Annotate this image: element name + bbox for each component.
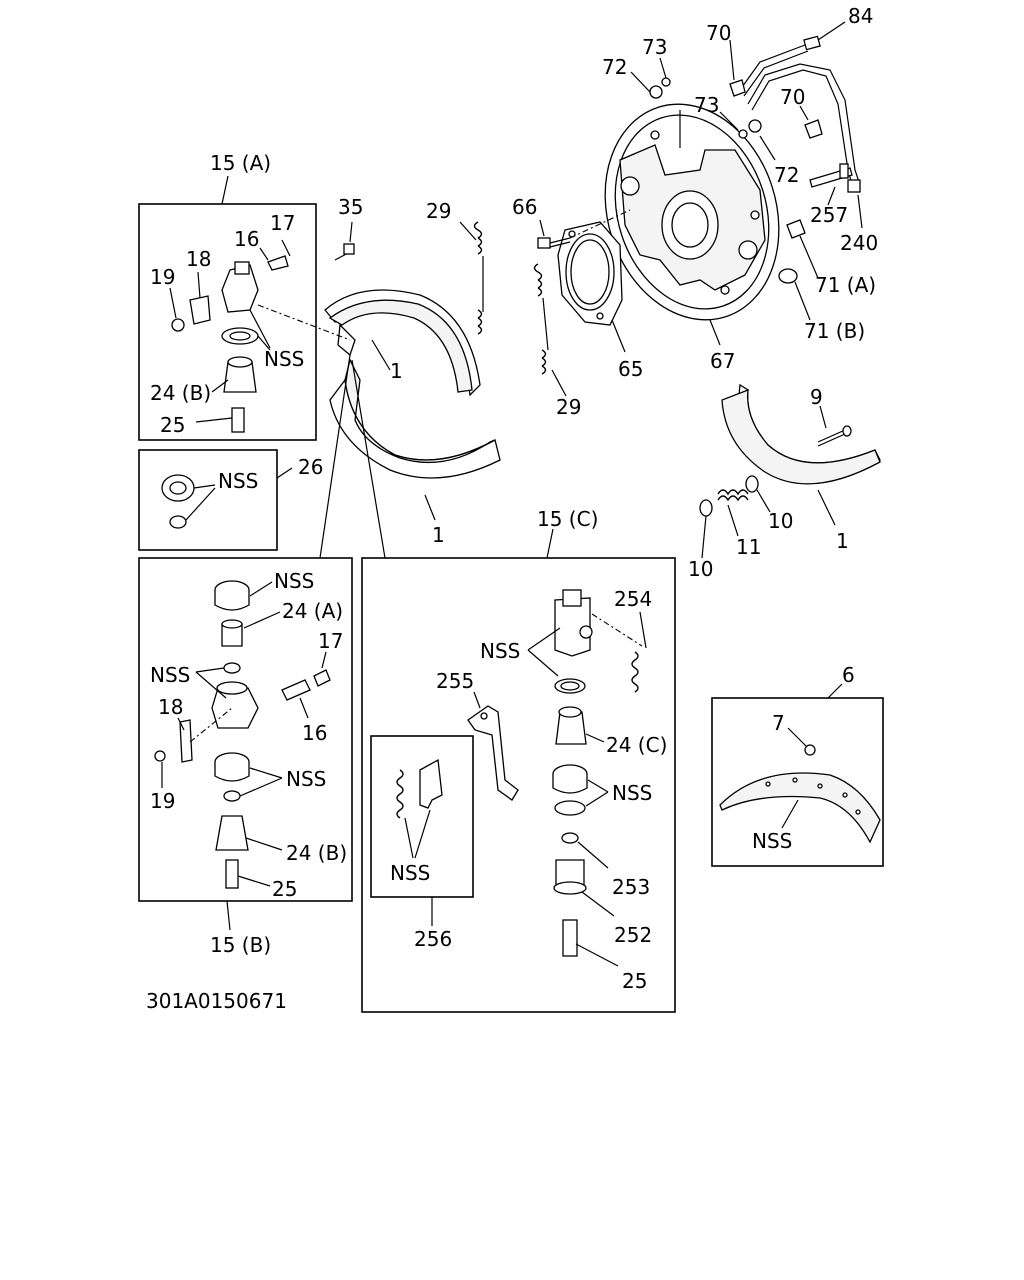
backing-plate-67 [604,103,780,321]
label-15a-nss: NSS [264,347,304,371]
frame-15a [138,203,317,441]
label-240: 240 [840,231,878,255]
cylinder-15b [154,580,331,889]
label-70-b: 70 [780,85,805,109]
label-256: 256 [414,927,452,951]
label-15b-16: 16 [302,721,327,745]
bolt-257 [809,163,853,188]
frame-6 [711,697,884,867]
bolt-35 [334,243,355,261]
fittings-70-72-73 [649,77,823,139]
label-71a: 71 (A) [815,273,876,297]
lining-kit-6 [719,744,881,844]
label-7: 7 [772,711,785,735]
frame-15c [361,557,676,1013]
label-26-nss: NSS [218,469,258,493]
label-65: 65 [618,357,643,381]
label-84: 84 [848,4,873,28]
label-1-a: 1 [390,359,403,383]
gasket-65 [557,221,623,326]
label-15b-24a: 24 (A) [282,599,343,623]
label-73-b: 73 [694,93,719,117]
nut-71a [786,219,806,239]
label-15a-19: 19 [150,265,175,289]
label-35: 35 [338,195,363,219]
label-15b-17: 17 [318,629,343,653]
label-15a: 15 (A) [210,151,271,175]
label-72-a: 72 [602,55,627,79]
nut-71b [778,268,798,284]
frame-256 [370,735,474,898]
label-73-a: 73 [642,35,667,59]
label-10-b: 10 [688,557,713,581]
frame-26 [138,449,278,551]
diagram-id: 301A0150671 [146,989,287,1013]
label-66: 66 [512,195,537,219]
label-15c-nss-1: NSS [480,639,520,663]
label-15a-17: 17 [270,211,295,235]
spring-29-lower [533,263,549,375]
label-15c-nss-2: NSS [612,781,652,805]
label-67: 67 [710,349,735,373]
label-15b-18: 18 [158,695,183,719]
label-15c-255: 255 [436,669,474,693]
label-15c-24c: 24 (C) [606,733,667,757]
label-6: 6 [842,663,855,687]
label-15b-nss-2: NSS [150,663,190,687]
label-11: 11 [736,535,761,559]
label-15b-nss-3: NSS [286,767,326,791]
label-70-a: 70 [706,21,731,45]
label-72-b: 72 [774,163,799,187]
brake-shoe-lower [329,358,501,479]
label-9: 9 [810,385,823,409]
brake-shoe-right [721,383,881,485]
label-15b-25: 25 [272,877,297,901]
pin-9 [817,425,852,447]
brake-shoe-upper [324,289,481,397]
spring-kit-256 [396,758,443,819]
label-1-b: 1 [432,523,445,547]
label-6-nss: NSS [752,829,792,853]
label-26: 26 [298,455,323,479]
label-15c-253: 253 [612,875,650,899]
seal-kit-26 [161,474,195,529]
bolt-66 [537,237,571,249]
label-15a-25: 25 [160,413,185,437]
label-71b: 71 (B) [804,319,865,343]
label-15a-16: 16 [234,227,259,251]
cylinder-15a [171,255,289,433]
label-15c-254: 254 [614,587,652,611]
frame-15b [138,557,353,902]
label-15a-24b: 24 (B) [150,381,211,405]
spring-11 [699,475,759,517]
label-29-a: 29 [426,199,451,223]
label-15c: 15 (C) [537,507,598,531]
label-15c-25: 25 [622,969,647,993]
label-10-a: 10 [768,509,793,533]
label-1-c: 1 [836,529,849,553]
label-15b-19: 19 [150,789,175,813]
label-257: 257 [810,203,848,227]
label-29-b: 29 [556,395,581,419]
spring-29-upper [473,221,484,335]
label-15b: 15 (B) [210,933,271,957]
label-15b-24b: 24 (B) [286,841,347,865]
label-256-nss: NSS [390,861,430,885]
label-15a-18: 18 [186,247,211,271]
label-15b-nss-1: NSS [274,569,314,593]
cylinder-15c [467,589,639,957]
label-15c-252: 252 [614,923,652,947]
